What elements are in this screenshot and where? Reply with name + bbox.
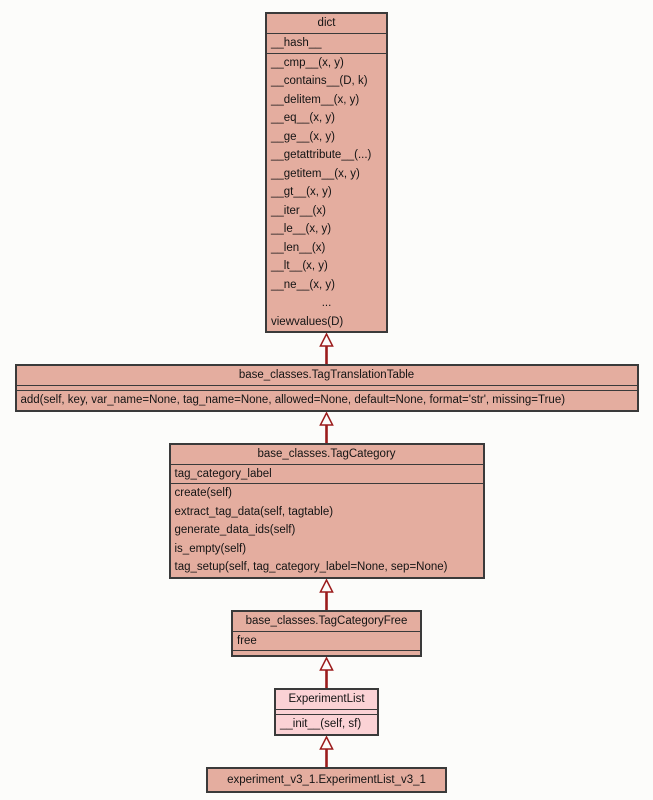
class-box-experiment-list-v3-1[interactable]: experiment_v3_1.ExperimentList_v3_1 (206, 766, 447, 793)
method-row: __len__(x) (271, 241, 326, 254)
inheritance-arrow (319, 578, 334, 610)
method-row: __le__(x, y) (271, 223, 332, 235)
method-row: is_empty(self) (174, 542, 247, 555)
methods-compartment: __init__(self, sf) (276, 714, 377, 734)
inheritance-arrow (319, 333, 334, 364)
method-row: tag_setup(self, tag_category_label=None,… (174, 561, 448, 573)
class-title[interactable]: base_classes.TagCategoryFree (245, 614, 408, 627)
method-row: __ge__(x, y) (271, 130, 335, 143)
class-title[interactable]: experiment_v3_1.ExperimentList_v3_1 (227, 773, 426, 786)
method-row: __ne__(x, y) (271, 278, 335, 291)
class-title[interactable]: ExperimentList (288, 693, 365, 705)
attribute-row: tag_category_label (174, 467, 272, 480)
method-row: __getitem__(x, y) (271, 167, 360, 180)
hollow-triangle-up-icon (319, 578, 334, 610)
class-title[interactable]: base_classes.TagTranslationTable (238, 369, 415, 381)
hollow-triangle-up-icon (319, 657, 334, 688)
attributes-compartment-empty (276, 709, 377, 714)
methods-compartment: __cmp__(x, y) __contains__(D, k) __delitem… (267, 52, 386, 332)
attributes-compartment: free (233, 630, 420, 651)
methods-compartment: create(self) extract_tag_data(self, tagta… (170, 483, 483, 577)
method-row: __cmp__(x, y) (271, 56, 344, 69)
inheritance-arrow (319, 657, 334, 688)
class-box-tag-translation-table[interactable]: base_classes.TagTranslationTable add(sel… (14, 364, 639, 412)
class-box-experiment-list[interactable]: ExperimentList __init__(self, sf) (274, 688, 379, 736)
attribute-row: free (237, 634, 257, 647)
attribute-row: __hash__ (271, 37, 322, 49)
method-row: __delitem__(x, y) (271, 93, 360, 106)
method-row: extract_tag_data(self, tagtable) (174, 505, 334, 518)
class-title[interactable]: base_classes.TagCategory (257, 447, 396, 460)
inheritance-arrow (319, 735, 334, 767)
method-row: __lt__(x, y) (271, 260, 328, 272)
attributes-compartment: tag_category_label (170, 463, 483, 484)
method-row: generate_data_ids(self) (174, 524, 296, 536)
hollow-triangle-up-icon (319, 411, 334, 443)
inheritance-arrow (319, 411, 334, 443)
method-row: __gt__(x, y) (271, 186, 332, 198)
hollow-triangle-up-icon (319, 735, 334, 767)
method-row: add(self, key, var_name=None, tag_name=N… (20, 394, 566, 406)
methods-compartment: add(self, key, var_name=None, tag_name=N… (16, 390, 637, 410)
method-row: create(self) (174, 487, 233, 499)
class-box-dict[interactable]: dict __hash__ __cmp__(x, y) __contains__(… (265, 12, 388, 333)
method-row: __contains__(D, k) (271, 75, 368, 87)
hollow-triangle-up-icon (319, 333, 334, 364)
attributes-compartment-empty (16, 385, 637, 390)
method-row: __eq__(x, y) (271, 112, 335, 124)
class-box-tag-category-free[interactable]: base_classes.TagCategoryFree free (231, 609, 422, 657)
method-row: __init__(self, sf) (280, 718, 362, 730)
method-row: viewvalues(D) (271, 315, 344, 328)
class-title[interactable]: dict (317, 17, 336, 29)
method-row: __iter__(x) (271, 204, 326, 217)
method-row: ... (321, 297, 332, 309)
methods-compartment-empty (233, 650, 420, 655)
method-row: __getattribute__(...) (271, 149, 372, 161)
class-box-tag-category[interactable]: base_classes.TagCategory tag_category_la… (168, 442, 485, 579)
attributes-compartment: __hash__ (267, 33, 386, 53)
